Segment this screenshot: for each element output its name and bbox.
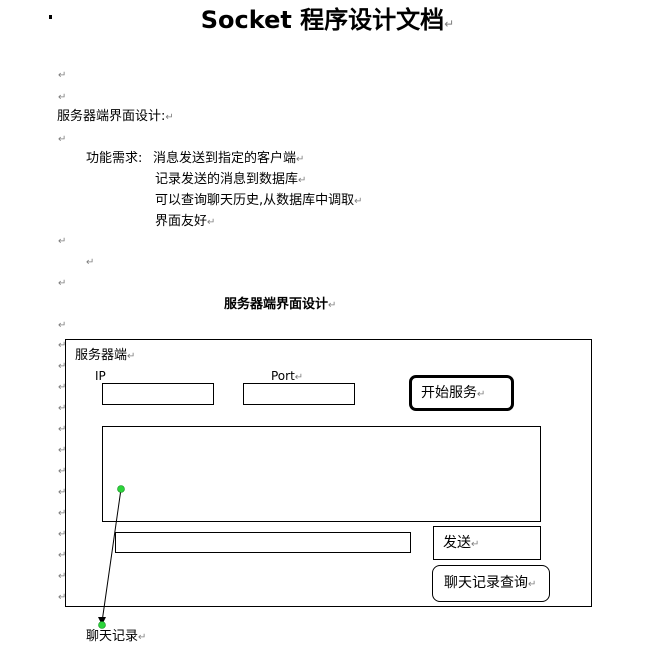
connector-start-dot xyxy=(117,485,125,493)
connector-end-dot xyxy=(98,621,106,629)
paragraph-mark: ↵ xyxy=(58,236,67,247)
connector-arrowhead xyxy=(98,617,106,625)
bullet-dot xyxy=(49,15,52,19)
paragraph-mark: ↵ xyxy=(58,340,67,351)
paragraph-mark: ↵ xyxy=(58,592,67,603)
paragraph-mark: ↵ xyxy=(58,508,67,519)
paragraph-mark: ↵ xyxy=(58,550,67,561)
connector-line xyxy=(101,488,122,623)
requirement-item: 可以查询聊天历史,从数据库中调取↵ xyxy=(155,193,363,208)
chat-history-query-button[interactable]: 聊天记录查询↵ xyxy=(432,565,550,602)
paragraph-mark: ↵ xyxy=(58,571,67,582)
chat-record-annotation: 聊天记录↵ xyxy=(86,629,147,644)
paragraph-mark: ↵ xyxy=(58,70,67,81)
paragraph-mark: ↵ xyxy=(86,257,95,268)
requirements-label: 功能需求: xyxy=(86,151,143,166)
port-label: Port↵ xyxy=(271,369,304,383)
paragraph-mark: ↵ xyxy=(58,466,67,477)
paragraph-mark: ↵ xyxy=(58,134,67,145)
requirement-item: 消息发送到指定的客户端↵ xyxy=(153,151,305,166)
ip-input[interactable] xyxy=(102,383,214,405)
figure-caption: 服务器端界面设计↵ xyxy=(224,297,337,312)
paragraph-mark: ↵ xyxy=(58,382,67,393)
mockup-frame-title: 服务器端↵ xyxy=(75,348,136,363)
paragraph-mark: ↵ xyxy=(58,361,67,372)
section-heading: 服务器端界面设计:↵ xyxy=(57,109,174,124)
paragraph-mark: ↵ xyxy=(58,445,67,456)
message-input[interactable] xyxy=(115,532,411,553)
start-service-button[interactable]: 开始服务↵ xyxy=(409,375,514,411)
paragraph-mark: ↵ xyxy=(58,529,67,540)
requirement-item: 记录发送的消息到数据库↵ xyxy=(155,172,307,187)
paragraph-mark: ↵ xyxy=(58,403,67,414)
paragraph-mark: ↵ xyxy=(58,278,67,289)
ip-label: IP xyxy=(95,369,106,383)
requirement-item: 界面友好↵ xyxy=(155,214,216,229)
paragraph-mark: ↵ xyxy=(58,92,67,103)
port-input[interactable] xyxy=(243,383,355,405)
server-ui-mockup-frame xyxy=(65,339,592,607)
paragraph-mark: ↵ xyxy=(58,487,67,498)
paragraph-mark: ↵ xyxy=(58,424,67,435)
paragraph-mark: ↵ xyxy=(58,320,67,331)
send-button[interactable]: 发送↵ xyxy=(433,526,541,560)
chat-history-display[interactable] xyxy=(102,426,541,522)
page-title: Socket 程序设计文档↵ xyxy=(200,6,455,34)
